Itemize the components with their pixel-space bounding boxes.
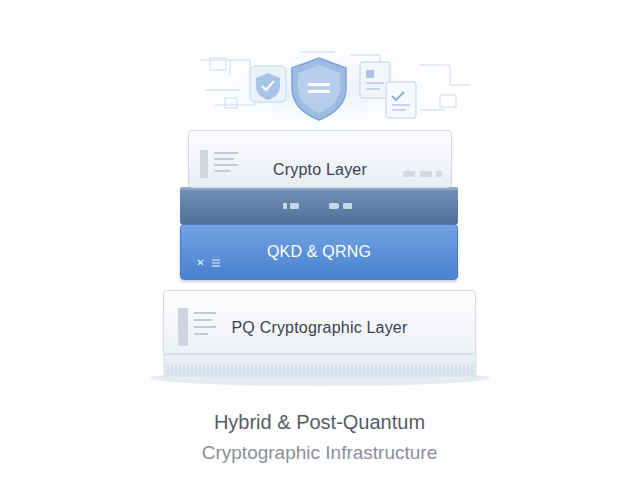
tick <box>392 364 393 374</box>
qkd-layer-box: QKD & QRNG <box>180 224 458 280</box>
tick <box>324 364 325 374</box>
tick <box>184 364 185 374</box>
tick <box>464 364 465 374</box>
tick <box>336 364 337 374</box>
shield-icon <box>292 58 346 120</box>
tick <box>200 364 201 374</box>
tick <box>360 364 361 374</box>
tick <box>332 364 333 374</box>
glow <box>170 35 470 145</box>
tick <box>396 364 397 374</box>
tick <box>320 364 321 374</box>
crypto-layer-box: Crypto Layer <box>188 130 452 188</box>
tick <box>228 364 229 374</box>
tick <box>188 364 189 374</box>
tick <box>176 364 177 374</box>
tick <box>380 364 381 374</box>
tick <box>208 364 209 374</box>
pq-layer-box: PQ Cryptographic Layer <box>163 290 476 354</box>
document-icon <box>386 82 416 118</box>
tick <box>420 364 421 374</box>
tick <box>172 364 173 374</box>
tick <box>288 364 289 374</box>
tick <box>212 364 213 374</box>
tick <box>472 364 473 374</box>
tick <box>180 364 181 374</box>
tick <box>264 364 265 374</box>
tick <box>348 364 349 374</box>
tick <box>364 364 365 374</box>
tick <box>440 364 441 374</box>
tick <box>204 364 205 374</box>
tick <box>352 364 353 374</box>
tick <box>308 364 309 374</box>
tick <box>216 364 217 374</box>
tick <box>272 364 273 374</box>
tick <box>284 364 285 374</box>
tick <box>400 364 401 374</box>
tick <box>248 364 249 374</box>
tick <box>368 364 369 374</box>
tick <box>236 364 237 374</box>
layer-label: Crypto Layer <box>273 161 367 179</box>
tick <box>448 364 449 374</box>
tick <box>432 364 433 374</box>
tick <box>252 364 253 374</box>
tick <box>456 364 457 374</box>
tick <box>436 364 437 374</box>
layer-label: PQ Cryptographic Layer <box>231 319 407 337</box>
tick <box>232 364 233 374</box>
panel-lines <box>200 150 238 178</box>
tick <box>240 364 241 374</box>
tick <box>344 364 345 374</box>
tick <box>196 364 197 374</box>
tick <box>256 364 257 374</box>
tick <box>224 364 225 374</box>
panel-lines <box>178 308 216 346</box>
tick <box>328 364 329 374</box>
tick <box>408 364 409 374</box>
tick <box>168 364 169 374</box>
diagram-title: Hybrid & Post-Quantum <box>0 411 639 434</box>
diagram-caption: Cryptographic Infrastructure <box>0 442 639 464</box>
tick <box>312 364 313 374</box>
layer-label: QKD & QRNG <box>267 243 371 261</box>
tick <box>296 364 297 374</box>
tick <box>340 364 341 374</box>
tick <box>304 364 305 374</box>
tick <box>192 364 193 374</box>
tick <box>316 364 317 374</box>
tick <box>416 364 417 374</box>
tick <box>388 364 389 374</box>
tick <box>460 364 461 374</box>
tick <box>412 364 413 374</box>
tick <box>292 364 293 374</box>
tick <box>372 364 373 374</box>
tick <box>428 364 429 374</box>
tick <box>444 364 445 374</box>
tick <box>280 364 281 374</box>
panel-slots <box>403 171 442 177</box>
tick <box>356 364 357 374</box>
tick <box>220 364 221 374</box>
tick <box>468 364 469 374</box>
tick <box>244 364 245 374</box>
slab <box>180 187 458 225</box>
tick <box>376 364 377 374</box>
shield-icon <box>250 66 286 102</box>
tick <box>268 364 269 374</box>
tick <box>276 364 277 374</box>
tick <box>260 364 261 374</box>
panel-symbols <box>198 260 220 266</box>
tick <box>404 364 405 374</box>
tick <box>384 364 385 374</box>
tick <box>424 364 425 374</box>
tick <box>300 364 301 374</box>
base-strip <box>164 352 476 376</box>
tick <box>452 364 453 374</box>
